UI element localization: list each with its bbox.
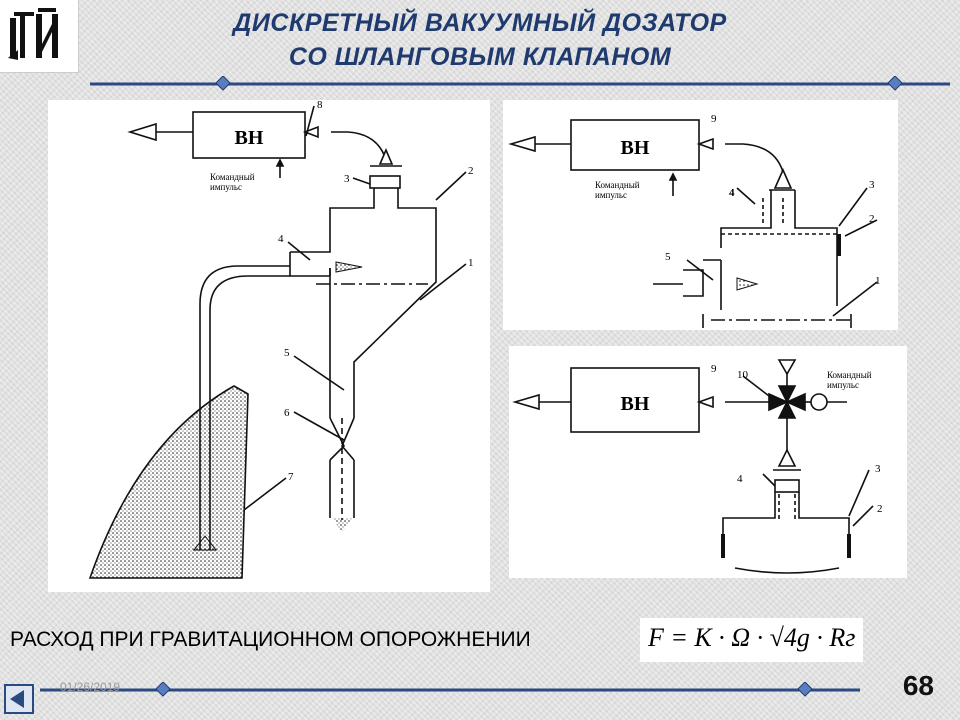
title-line-2: СО ШЛАНГОВЫМ КЛАПАНОМ bbox=[288, 43, 672, 71]
title-line-1: ДИСКРЕТНЫЙ ВАКУУМНЫЙ ДОЗАТОР bbox=[233, 9, 727, 37]
command-impulse-label-2: импульс bbox=[595, 190, 627, 200]
callout-label: 1 bbox=[468, 257, 474, 269]
callout-label: 7 bbox=[288, 471, 294, 483]
callout-label: 1 bbox=[875, 275, 881, 287]
command-impulse-label-1: Командный bbox=[210, 172, 255, 182]
command-impulse-label-1: Командный bbox=[595, 180, 640, 190]
command-impulse-label-1: Командный bbox=[827, 370, 872, 380]
diagram-panel-top-right: ВН Командный импульс 9 4 3 2 5 1 bbox=[503, 100, 898, 330]
callout-label: 3 bbox=[344, 173, 350, 185]
top-divider bbox=[90, 76, 950, 91]
page-number: 68 bbox=[902, 670, 934, 701]
diagram-panel-bottom-right: ВН Командный импульс 9 10 4 3 2 bbox=[509, 346, 907, 578]
vacuum-pump-label: ВН bbox=[235, 127, 264, 149]
flow-formula: F = K · Ω · √4g · Rг bbox=[640, 618, 864, 662]
slide-title: ДИСКРЕТНЫЙ ВАКУУМНЫЙ ДОЗАТОР СО ШЛАНГОВЫ… bbox=[90, 6, 870, 74]
bottom-divider bbox=[40, 682, 860, 697]
vacuum-pump-label: ВН bbox=[621, 393, 650, 415]
vacuum-pump-label: ВН bbox=[621, 137, 650, 159]
callout-label: 5 bbox=[665, 251, 671, 263]
dispenser-diagram-left: ВН Командный импульс 8 3 2 4 1 5 6 7 bbox=[88, 99, 474, 579]
dispenser-diagram-bottom-right: ВН Командный импульс 9 10 4 3 2 bbox=[512, 359, 883, 574]
gravity-flow-caption: РАСХОД ПРИ ГРАВИТАЦИОННОМ ОПОРОЖНЕНИИ bbox=[10, 628, 531, 651]
callout-label: 8 bbox=[317, 100, 323, 111]
callout-label: 3 bbox=[875, 463, 881, 475]
callout-label: 4 bbox=[278, 233, 284, 245]
back-arrow-icon bbox=[4, 684, 34, 714]
command-impulse-label-2: импульс bbox=[210, 182, 242, 192]
university-logo bbox=[0, 0, 79, 73]
diagram-panel-left: ВН Командный импульс 8 3 2 4 1 5 6 7 bbox=[48, 99, 490, 592]
callout-label: 6 bbox=[284, 407, 290, 419]
callout-label: 2 bbox=[468, 165, 474, 177]
callout-label: 9 bbox=[711, 113, 717, 125]
callout-label: 4 bbox=[729, 187, 735, 199]
callout-label: 4 bbox=[737, 473, 743, 485]
callout-label: 2 bbox=[877, 503, 883, 515]
slide-date: 01/26/2019 bbox=[60, 680, 121, 694]
callout-label: 10 bbox=[737, 369, 749, 381]
command-impulse-label-2: импульс bbox=[827, 380, 859, 390]
back-nav-button[interactable] bbox=[4, 684, 34, 714]
dispenser-diagram-top-right: ВН Командный импульс 9 4 3 2 5 1 bbox=[508, 113, 881, 328]
callout-label: 5 bbox=[284, 347, 290, 359]
callout-label: 2 bbox=[869, 213, 875, 225]
callout-label: 9 bbox=[711, 363, 717, 375]
callout-label: 3 bbox=[869, 179, 875, 191]
